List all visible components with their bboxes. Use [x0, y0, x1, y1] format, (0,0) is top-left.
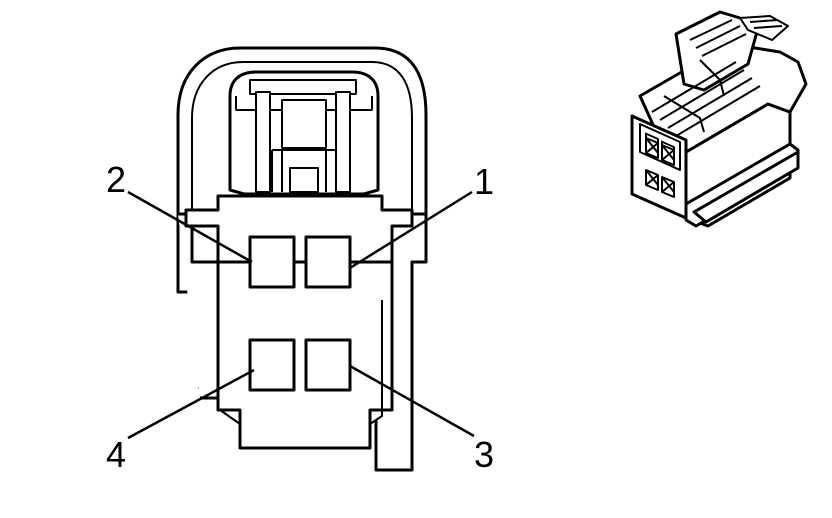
leader-line-1: [349, 190, 473, 270]
leader-line-2: [127, 190, 253, 264]
leader-line-3: [349, 364, 475, 438]
cavity-1: [304, 235, 352, 289]
pin-label-4: 4: [106, 434, 126, 475]
leader-line-4: [127, 368, 255, 440]
latch: [228, 70, 380, 196]
pin-label-1: 1: [474, 161, 494, 202]
cavity-3: [304, 338, 352, 392]
connector-face-view: 1 2 3 4: [106, 46, 494, 475]
connector-isometric-view: [630, 10, 808, 228]
pin-label-3: 3: [474, 434, 494, 475]
terminal-block: [184, 194, 414, 450]
cavity-2: [248, 235, 296, 289]
cavity-4: [248, 338, 296, 392]
pin-label-2: 2: [106, 159, 126, 200]
